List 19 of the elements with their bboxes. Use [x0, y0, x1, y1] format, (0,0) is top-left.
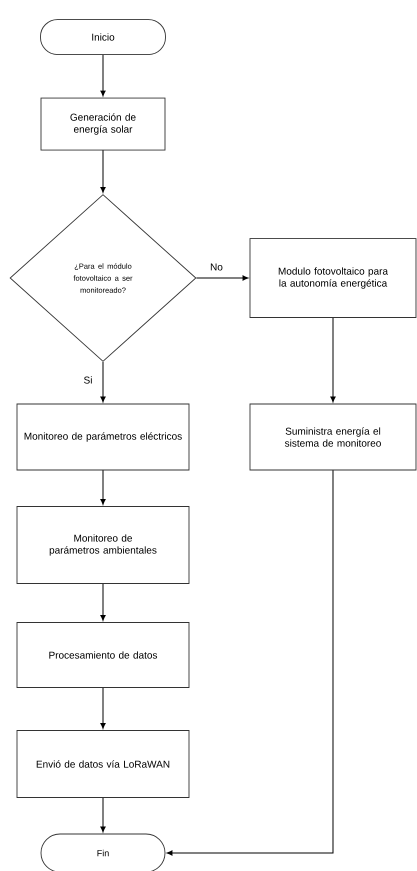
arrow [100, 361, 106, 402]
process-box: Modulo fotovoltaico para la autonomía energética [250, 238, 416, 318]
arrow [196, 275, 248, 281]
arrow [100, 470, 106, 505]
arrow [100, 54, 106, 96]
process-box: Suministra energía el sistema de monitoreo [250, 404, 416, 470]
arrow [100, 797, 106, 832]
arrow [100, 687, 106, 729]
edge-label: Si [82, 375, 94, 385]
process-box: Envió de datos vía LoRaWAN [16, 730, 190, 798]
process-box: Monitoreo de parámetros ambientales [16, 506, 190, 584]
arrow [100, 583, 106, 621]
arrow [330, 317, 336, 402]
process-box: Generación de energía solar [40, 98, 166, 150]
process-box: Monitoreo de parámetros eléctricos [16, 404, 190, 470]
process-box: Procesamiento de datos [16, 622, 190, 688]
edge-label: No [209, 262, 224, 272]
arrow [100, 150, 106, 193]
arrow [166, 470, 334, 856]
